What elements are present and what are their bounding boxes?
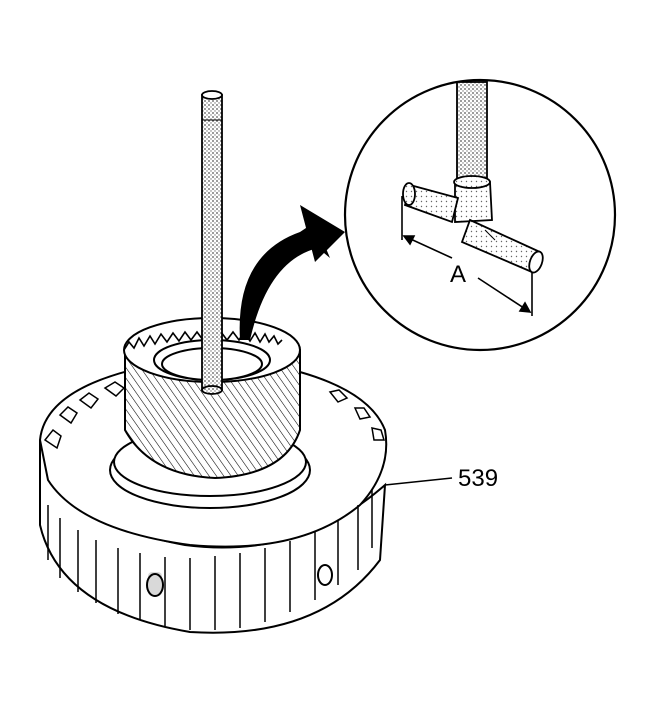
t-fitting	[402, 175, 544, 274]
detail-rod	[456, 81, 488, 183]
detail-arrow	[239, 205, 345, 340]
drum-hole-right	[317, 564, 333, 586]
leader-line	[384, 477, 453, 486]
part-callout: 539	[384, 465, 498, 492]
threaded-rod	[201, 90, 223, 395]
helical-gear	[123, 317, 301, 480]
detail-view: A	[343, 78, 617, 352]
dimension-a	[401, 196, 533, 316]
drum-splines	[47, 490, 373, 630]
drum-hole-left	[146, 573, 164, 597]
dimension-label-a: A	[450, 261, 466, 288]
part-number-label: 539	[458, 465, 498, 492]
drum-rim-teeth	[43, 381, 386, 450]
